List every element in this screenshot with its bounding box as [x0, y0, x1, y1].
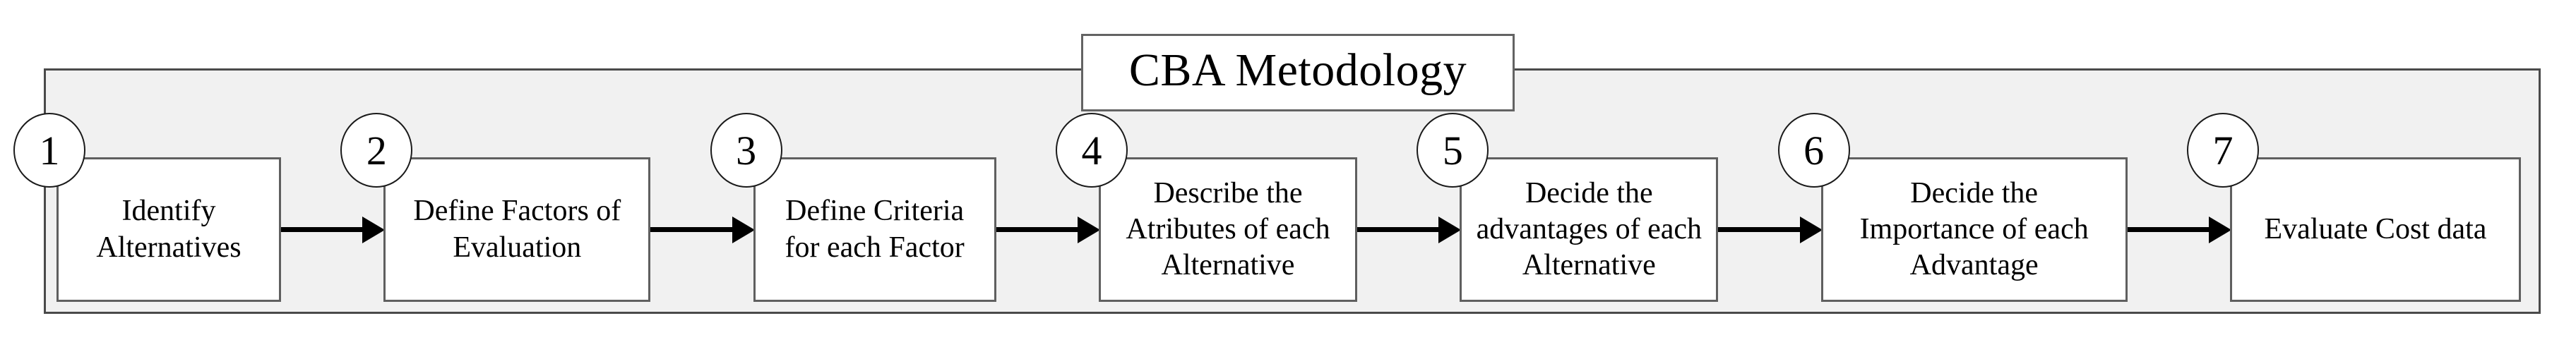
- flow-arrow-1: [280, 216, 386, 244]
- arrow-shaft: [2125, 227, 2210, 232]
- arrow-shaft: [1717, 227, 1801, 232]
- arrow-head-icon: [732, 216, 755, 243]
- flow-arrow-2: [649, 216, 755, 244]
- step-label-2: Define Factors of Evaluation: [413, 195, 621, 264]
- step-label-3: Define Criteria for each Factor: [785, 195, 965, 264]
- process-flow: 1 Identify Alternatives 2 Define Factors…: [13, 113, 2521, 302]
- step-box-describe-attributes: 4 Describe the Atributes of each Alterna…: [1055, 113, 1357, 302]
- arrow-head-icon: [1799, 216, 1823, 243]
- step-number-badge-7: 7: [2186, 113, 2259, 188]
- step-label-1: Identify Alternatives: [96, 195, 242, 264]
- step-box-decide-advantages: 5 Decide the advantages of each Alternat…: [1417, 113, 1719, 302]
- arrow-head-icon: [2208, 216, 2231, 243]
- flow-arrow-6: [2125, 216, 2231, 244]
- step-box-define-factors: 2 Define Factors of Evaluation: [340, 113, 651, 302]
- arrow-head-icon: [1077, 216, 1100, 243]
- step-number-badge-4: 4: [1055, 113, 1128, 188]
- diagram-title-box: CBA Metodology: [1081, 34, 1515, 111]
- step-label-5: Decide the advantages of each Alternativ…: [1476, 176, 1703, 282]
- step-number-badge-5: 5: [1417, 113, 1489, 188]
- arrow-shaft: [649, 227, 734, 232]
- step-label-6: Decide the Importance of each Advantage: [1859, 176, 2089, 282]
- arrow-head-icon: [362, 216, 386, 243]
- step-box-identify-alternatives: 1 Identify Alternatives: [13, 113, 281, 302]
- step-number-badge-3: 3: [710, 113, 782, 188]
- flow-arrow-3: [994, 216, 1100, 244]
- step-number-badge-6: 6: [1777, 113, 1850, 188]
- flow-arrow-5: [1717, 216, 1823, 244]
- step-box-decide-importance: 6 Decide the Importance of each Advantag…: [1777, 113, 2128, 302]
- step-number-badge-2: 2: [340, 113, 413, 188]
- step-box-evaluate-cost: 7 Evaluate Cost data: [2186, 113, 2521, 302]
- step-label-7: Evaluate Cost data: [2264, 212, 2487, 245]
- arrow-shaft: [994, 227, 1079, 232]
- diagram-title: CBA Metodology: [1128, 44, 1467, 96]
- arrow-shaft: [1355, 227, 1441, 232]
- arrow-shaft: [280, 227, 364, 232]
- step-label-4: Describe the Atributes of each Alternati…: [1126, 176, 1330, 282]
- arrow-head-icon: [1438, 216, 1462, 243]
- flow-arrow-4: [1355, 216, 1462, 244]
- step-number-badge-1: 1: [13, 113, 85, 188]
- step-box-define-criteria: 3 Define Criteria for each Factor: [710, 113, 996, 302]
